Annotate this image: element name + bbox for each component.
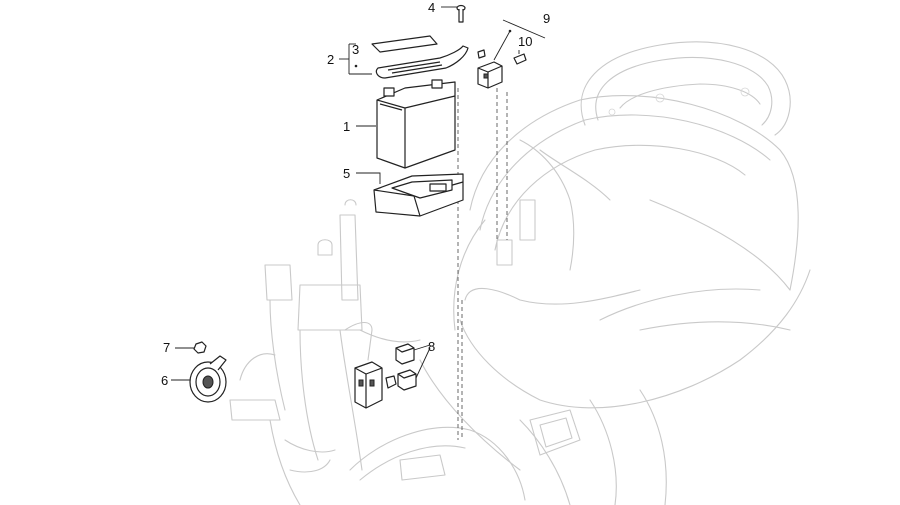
callout-2: 2 xyxy=(327,52,334,67)
relay-pair-part[interactable] xyxy=(385,343,417,391)
callout-9: 9 xyxy=(543,11,550,26)
callout-6: 6 xyxy=(161,373,168,388)
scooter-frame-outline xyxy=(229,41,811,505)
leader-lines xyxy=(171,6,546,381)
callout-7: 7 xyxy=(163,340,170,355)
relay-part[interactable] xyxy=(477,61,503,89)
small-fastener-part[interactable] xyxy=(477,49,486,59)
nut-part[interactable] xyxy=(193,341,207,354)
battery-tray-part[interactable] xyxy=(373,173,464,217)
assembly-guide-lines xyxy=(457,88,508,440)
screw-part[interactable] xyxy=(456,4,466,23)
callout-8: 8 xyxy=(428,339,435,354)
callout-1: 1 xyxy=(343,119,350,134)
battery-part[interactable] xyxy=(376,79,456,169)
callout-3: 3 xyxy=(352,42,359,57)
fuse-box-part[interactable] xyxy=(354,361,383,409)
battery-cover-pad[interactable] xyxy=(371,35,438,53)
callout-10: 10 xyxy=(518,34,532,49)
horn-part[interactable] xyxy=(189,355,227,403)
callout-4: 4 xyxy=(428,0,435,15)
callout-5: 5 xyxy=(343,166,350,181)
battery-clamp-strap[interactable] xyxy=(375,45,469,79)
clip-part[interactable] xyxy=(513,53,527,65)
callout-labels: 1 2 3 4 5 6 7 8 9 10 xyxy=(161,0,550,388)
